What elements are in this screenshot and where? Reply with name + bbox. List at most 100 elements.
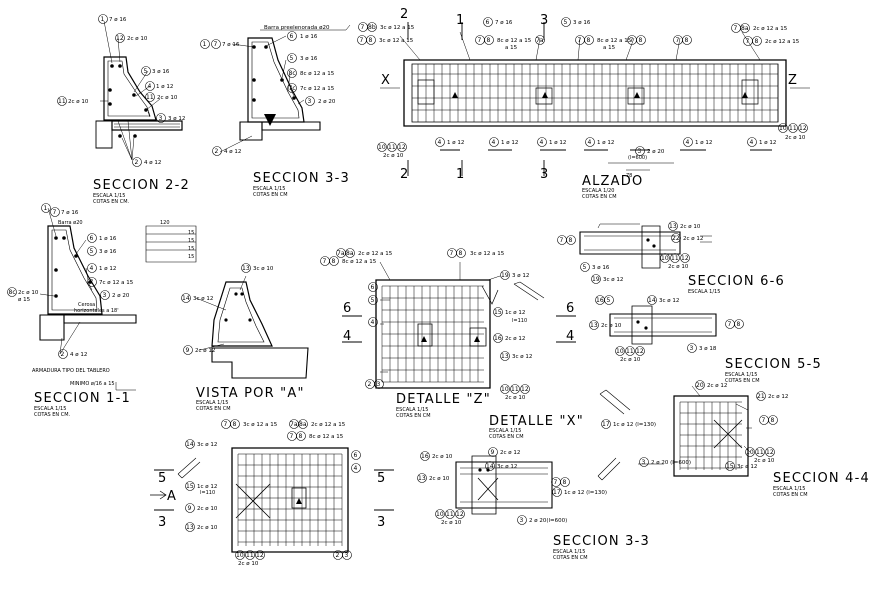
svg-text:7: 7 — [728, 321, 732, 328]
svg-text:2c ø 10: 2c ø 10 — [505, 395, 526, 401]
svg-text:COTAS EN CM: COTAS EN CM — [196, 406, 231, 412]
section-3-3b-title: SECCION 3-3 — [553, 534, 650, 549]
svg-text:COTAS EN CM: COTAS EN CM — [396, 413, 431, 419]
alzado-callouts: 2 1 3 2 1 3 X Z 7 8b 3c ø 12 a 15 7 8 3c… — [357, 7, 808, 182]
svg-text:1 ø 12: 1 ø 12 — [597, 140, 614, 146]
svg-text:2: 2 — [368, 381, 372, 388]
svg-text:3c ø 12: 3c ø 12 — [512, 354, 532, 360]
svg-text:6: 6 — [290, 33, 294, 40]
svg-text:Cerosa: Cerosa — [78, 302, 95, 308]
section-5-5-callouts: 16 5 14 3c ø 12 13 2c ø 10 7 8 3 3 ø 18 … — [589, 295, 744, 363]
svg-text:2c ø 10: 2c ø 10 — [18, 290, 39, 296]
svg-text:17: 17 — [553, 489, 561, 496]
detalle-x-title-block: DETALLE "X" ESCALA 1/15 COTAS EN CM — [489, 414, 584, 440]
svg-text:7: 7 — [478, 37, 482, 44]
detalle-x-title: DETALLE "X" — [489, 414, 584, 429]
svg-text:1 ø 12: 1 ø 12 — [695, 140, 712, 146]
svg-text:5: 5 — [144, 68, 148, 75]
svg-text:7: 7 — [630, 37, 634, 44]
svg-text:3: 3 — [520, 517, 524, 524]
svg-text:11: 11 — [511, 386, 519, 393]
detalle-z-title-block: DETALLE "Z" ESCALA 1/15 COTAS EN CM — [396, 392, 490, 419]
svg-text:8: 8 — [459, 250, 463, 257]
svg-text:COTAS EN CM: COTAS EN CM — [489, 434, 524, 440]
svg-text:7a: 7a — [337, 250, 345, 257]
svg-text:2: 2 — [400, 167, 409, 182]
svg-text:2c ø 10: 2c ø 10 — [197, 525, 218, 531]
svg-text:7c ø 12 a 15: 7c ø 12 a 15 — [99, 280, 134, 286]
section-3-3b-drawing — [455, 455, 621, 515]
svg-text:a 15: a 15 — [505, 45, 518, 51]
svg-text:11: 11 — [446, 511, 454, 518]
svg-text:2c ø 12: 2c ø 12 — [768, 394, 788, 400]
svg-text:4: 4 — [90, 265, 94, 272]
svg-text:13: 13 — [186, 524, 194, 531]
svg-text:4 ø 12: 4 ø 12 — [224, 149, 241, 155]
svg-text:2c ø 10: 2c ø 10 — [127, 36, 148, 42]
svg-text:9: 9 — [186, 347, 190, 354]
svg-text:11: 11 — [388, 144, 396, 151]
svg-text:11: 11 — [246, 552, 254, 559]
svg-text:2c ø 12: 2c ø 12 — [707, 383, 727, 389]
svg-text:7: 7 — [746, 38, 750, 45]
svg-text:3 ø 18: 3 ø 18 — [699, 346, 717, 352]
svg-text:1c ø 12: 1c ø 12 — [197, 484, 217, 490]
svg-text:8c ø 12 a 15: 8c ø 12 a 15 — [597, 38, 632, 44]
svg-text:2: 2 — [336, 552, 340, 559]
section-2-2-title: SECCION 2-2 — [93, 178, 190, 193]
svg-text:8: 8 — [233, 421, 237, 428]
svg-text:ESCALA 1/15: ESCALA 1/15 — [396, 407, 428, 413]
svg-text:ø 15: ø 15 — [18, 297, 31, 303]
section-1-1-callouts: 1 7 7 ø 16 6 1 ø 16 5 3 ø 16 4 1 ø 12 7 … — [7, 203, 134, 359]
svg-text:2 ø 20 (l=600): 2 ø 20 (l=600) — [651, 460, 691, 466]
svg-text:8: 8 — [755, 38, 759, 45]
section-2-2-drawing — [95, 20, 183, 161]
svg-text:2 ø 20: 2 ø 20 — [647, 149, 665, 155]
svg-text:3 ø 16: 3 ø 16 — [573, 20, 591, 26]
svg-text:1: 1 — [456, 13, 465, 28]
vista-a-title: VISTA POR "A" — [196, 386, 305, 401]
svg-text:3c ø 12: 3c ø 12 — [193, 296, 213, 302]
section-3-3-title-block: SECCION 3-3 ESCALA 1/15 COTAS EN CM — [253, 171, 349, 198]
section-4-4-callouts: 20 2c ø 12 21 2c ø 12 17 1c ø 12 (l=130)… — [601, 380, 788, 471]
svg-text:l=110: l=110 — [200, 490, 215, 496]
svg-text:3c ø 12: 3c ø 12 — [659, 298, 679, 304]
svg-text:2 ø 20(l=600): 2 ø 20(l=600) — [529, 518, 567, 524]
section-3-3b-callouts: 16 2c ø 10 9 2c ø 12 14 3c ø 12 13 2c ø … — [417, 447, 607, 526]
svg-text:15: 15 — [494, 309, 502, 316]
svg-text:3c ø 12: 3c ø 12 — [737, 464, 757, 470]
svg-text:13: 13 — [242, 265, 250, 272]
svg-text:3c ø 12 a 15: 3c ø 12 a 15 — [380, 25, 415, 31]
svg-text:4 ø 12: 4 ø 12 — [144, 160, 161, 166]
svg-text:7: 7 — [554, 479, 558, 486]
detalle-z-drawing — [342, 261, 576, 389]
svg-text:14: 14 — [486, 463, 494, 470]
svg-text:3c ø 12: 3c ø 12 — [603, 277, 623, 283]
svg-text:13: 13 — [418, 475, 426, 482]
section-1-1-title-block: SECCION 1-1 ESCALA 1/15 COTAS EN CM. — [34, 391, 130, 418]
svg-text:2: 2 — [400, 7, 409, 22]
svg-text:6: 6 — [486, 19, 490, 26]
svg-text:10: 10 — [616, 348, 624, 355]
svg-text:3c ø 12: 3c ø 12 — [197, 442, 217, 448]
svg-text:8a: 8a — [299, 421, 307, 428]
svg-text:horizontales a 18': horizontales a 18' — [74, 308, 119, 314]
svg-text:16: 16 — [421, 453, 429, 460]
svg-text:7: 7 — [676, 37, 680, 44]
svg-text:7: 7 — [734, 25, 738, 32]
svg-text:3: 3 — [377, 381, 381, 388]
svg-text:8: 8 — [487, 37, 491, 44]
svg-text:2: 2 — [135, 159, 139, 166]
svg-text:1 ø 12: 1 ø 12 — [447, 140, 464, 146]
section-2-2-callouts: 1 7 ø 16 12 2c ø 10 5 3 ø 16 4 1 ø 12 11… — [57, 14, 185, 167]
svg-text:2c ø 10: 2c ø 10 — [238, 561, 259, 567]
svg-text:14: 14 — [648, 297, 656, 304]
svg-text:2c ø 10: 2c ø 10 — [383, 153, 404, 159]
svg-text:3: 3 — [638, 148, 642, 155]
svg-text:11: 11 — [671, 255, 679, 262]
svg-text:ESCALA 1/15: ESCALA 1/15 — [725, 372, 757, 378]
section-4-4-drawing — [599, 385, 752, 477]
svg-text:3: 3 — [540, 167, 549, 182]
section-6-6-title-block: SECCION 6-6 ESCALA 1/15 — [688, 274, 784, 295]
